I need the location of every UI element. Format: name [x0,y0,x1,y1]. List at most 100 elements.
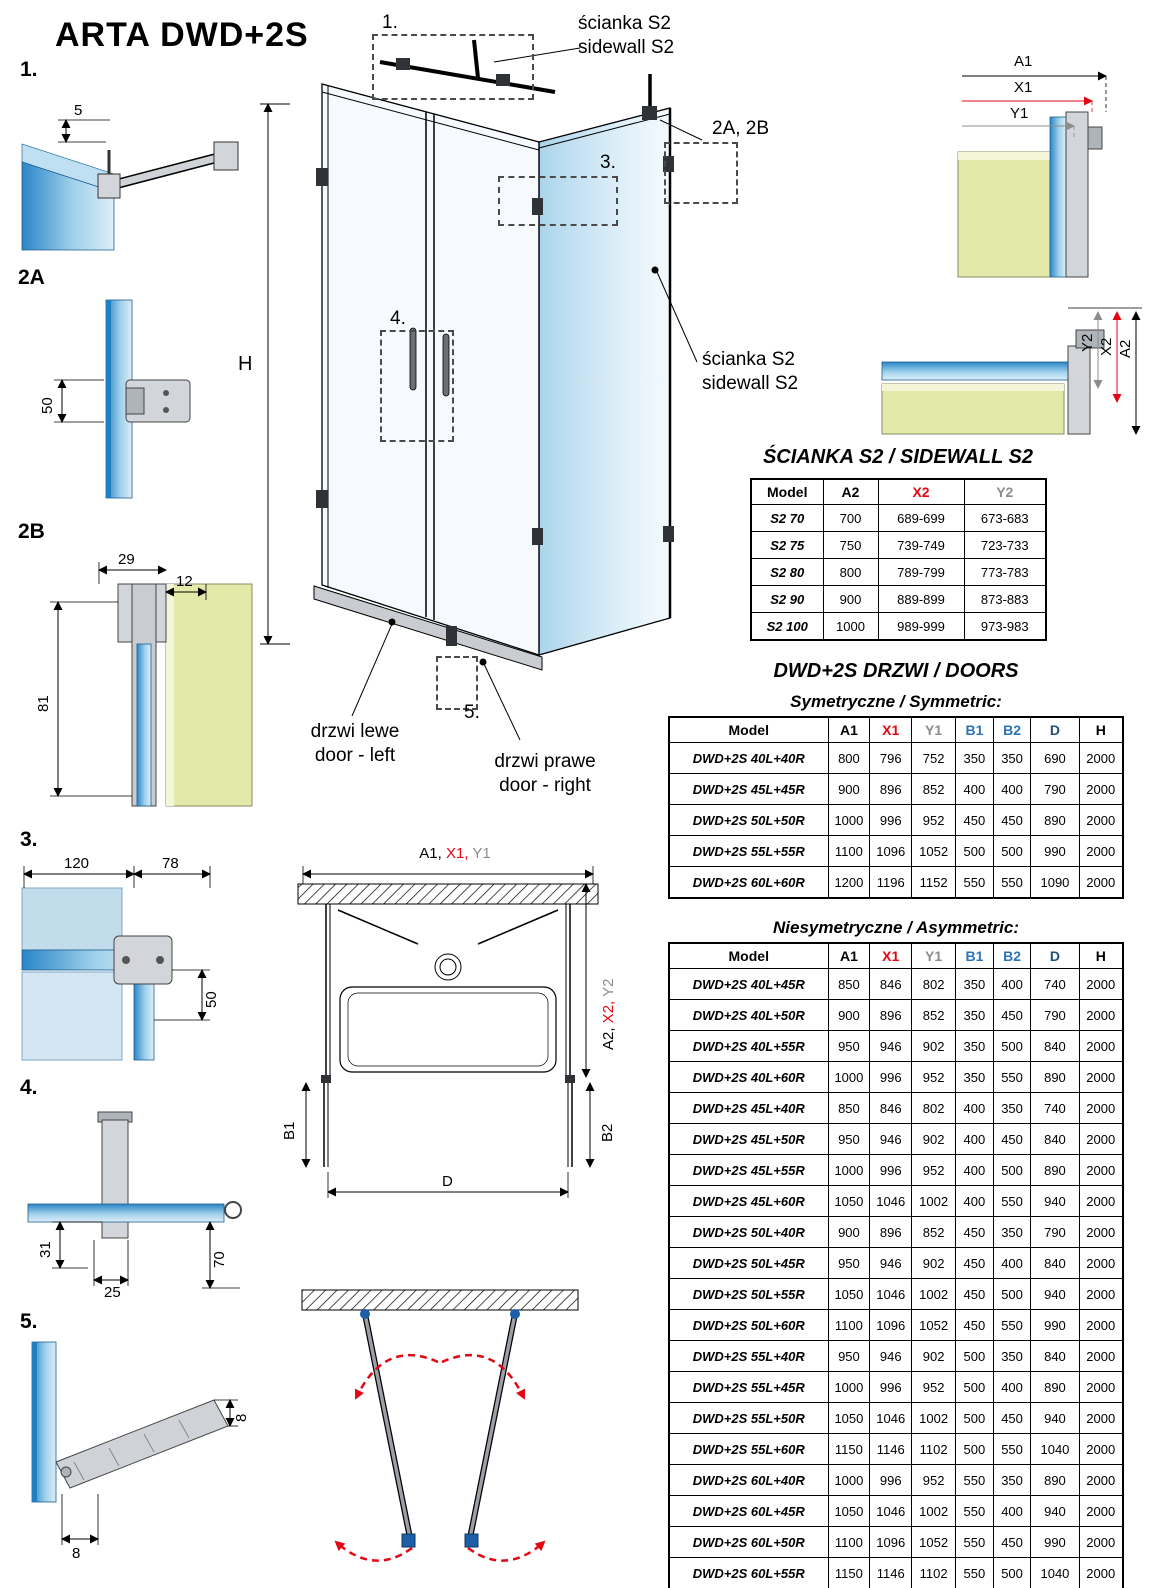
plan-b1-label: B1 [281,1122,298,1140]
value-cell: 940 [1030,1495,1080,1527]
dimension-label: 5 [74,102,82,119]
detail-2b-label: 2B [18,520,45,543]
value-cell: 802 [911,1092,957,1124]
detail-2a-label: 2A [18,266,45,289]
model-cell: DWD+2S 45L+45R [668,773,829,805]
value-cell: 550 [955,1526,994,1558]
model-cell: DWD+2S 50L+45R [668,1247,829,1279]
value-cell: 996 [869,1154,913,1186]
value-cell: 550 [955,1464,994,1496]
value-cell: 952 [911,1464,957,1496]
column-header: Model [750,478,824,505]
value-cell: 673-683 [963,504,1047,532]
value-cell: 852 [911,773,957,805]
dimension-label: 50 [39,397,56,414]
value-cell: 690 [1030,742,1080,774]
detail-3-label: 3. [20,828,38,851]
value-cell: 950 [827,1123,871,1155]
value-cell: 896 [869,999,913,1031]
value-cell: 1002 [911,1402,957,1434]
value-cell: 350 [955,968,994,1000]
value-cell: 350 [992,742,1032,774]
detail-4-label: 4. [20,1076,38,1099]
value-cell: 550 [955,1557,994,1588]
value-cell: 2000 [1078,1371,1124,1403]
model-cell: S2 80 [750,558,824,586]
value-cell: 852 [911,1216,957,1248]
value-cell: 400 [955,1092,994,1124]
value-cell: 2000 [1078,866,1124,899]
value-cell: 1000 [827,1464,871,1496]
value-cell: 940 [1030,1278,1080,1310]
label-segment: Y1 [472,845,491,862]
value-cell: 850 [827,1092,871,1124]
value-cell: 1046 [869,1495,913,1527]
value-cell: 1052 [911,1526,957,1558]
column-header: D [1030,942,1080,969]
value-cell: 902 [911,1123,957,1155]
column-header: X1 [869,942,913,969]
value-cell: 2000 [1078,1061,1124,1093]
corner1-x1-label: X1 [1014,79,1032,96]
model-cell: DWD+2S 40L+60R [668,1061,829,1093]
value-cell: 450 [992,1526,1032,1558]
value-cell: 873-883 [963,585,1047,613]
value-cell: 1000 [822,612,879,641]
sidewall-top-label: ścianka S2 sidewall S2 [578,13,675,58]
value-cell: 450 [992,1123,1032,1155]
value-cell: 940 [1030,1185,1080,1217]
value-cell: 400 [955,1154,994,1186]
value-cell: 990 [1030,835,1080,867]
value-cell: 900 [827,773,871,805]
value-cell: 400 [955,1185,994,1217]
value-cell: 1050 [827,1402,871,1434]
value-cell: 852 [911,999,957,1031]
value-cell: 1196 [869,866,913,899]
column-header: B2 [992,716,1032,743]
detail-5-drawing: 8 8 [31,1341,250,1562]
model-cell: DWD+2S 60L+50R [668,1526,829,1558]
model-cell: DWD+2S 45L+40R [668,1092,829,1124]
value-cell: 2000 [1078,835,1124,867]
value-cell: 739-749 [877,531,965,559]
model-cell: DWD+2S 60L+55R [668,1557,829,1588]
dimension-label: 70 [211,1251,228,1268]
value-cell: 350 [955,1030,994,1062]
s2-table-title: ŚCIANKA S2 / SIDEWALL S2 [762,446,1034,468]
value-cell: 350 [992,1216,1032,1248]
value-cell: 1200 [827,866,871,899]
column-header: A2 [822,478,879,505]
value-cell: 450 [992,804,1032,836]
column-header: X2 [877,478,965,505]
plan-view-drawing: B1 B2 D [281,866,616,1198]
value-cell: 500 [992,1557,1032,1588]
value-cell: 500 [992,835,1032,867]
value-cell: 840 [1030,1247,1080,1279]
value-cell: 1102 [911,1557,957,1588]
value-cell: 1050 [827,1278,871,1310]
label-segment: X2, [600,996,617,1024]
column-header: Y1 [911,942,957,969]
dimension-label: 25 [104,1284,121,1300]
value-cell: 846 [869,1092,913,1124]
value-cell: 2000 [1078,1092,1124,1124]
value-cell: 1096 [869,1526,913,1558]
value-cell: 500 [955,1433,994,1465]
value-cell: 2000 [1078,1557,1124,1588]
model-cell: DWD+2S 60L+60R [668,866,829,899]
detail-2b-drawing: 29 12 81 [35,551,253,807]
dimension-label: 29 [118,551,135,568]
model-cell: DWD+2S 55L+45R [668,1371,829,1403]
value-cell: 2000 [1078,742,1124,774]
model-cell: DWD+2S 40L+45R [668,968,829,1000]
model-cell: S2 90 [750,585,824,613]
